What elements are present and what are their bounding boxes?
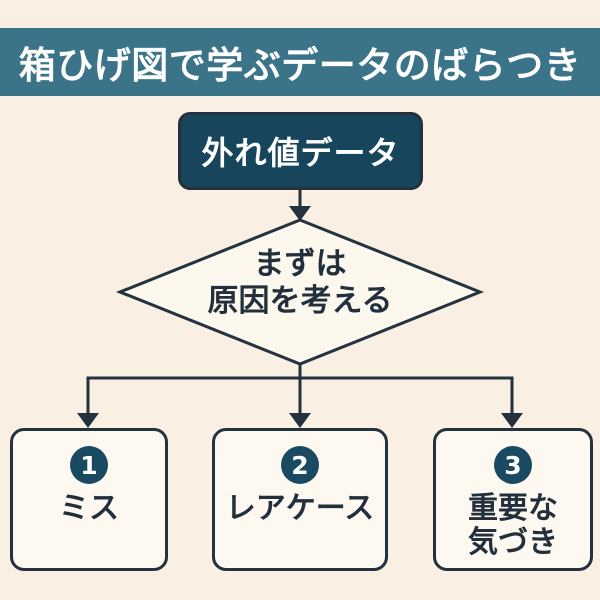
header-bar: 箱ひげ図で学ぶデータのばらつき — [0, 28, 600, 96]
number-badge-2: 2 — [281, 446, 319, 484]
decision-label: まずは 原因を考える — [207, 246, 393, 319]
arrow-down-icon — [289, 206, 311, 221]
start-node: 外れ値データ — [178, 112, 423, 190]
outcome-card-rare-case: 2 レアケース — [212, 428, 388, 571]
arrow-down-icon — [501, 413, 523, 428]
arrow-down-icon — [77, 413, 99, 428]
outcome-label: 重要な 気づき — [468, 491, 558, 560]
number-badge-3: 3 — [494, 446, 532, 484]
arrow-down-icon — [289, 413, 311, 428]
outcome-label: ミス — [59, 491, 119, 526]
number-badge-1: 1 — [70, 446, 108, 484]
outcome-card-miss: 1 ミス — [10, 428, 168, 571]
connector-branch-rail — [86, 376, 514, 414]
page-title: 箱ひげ図で学ぶデータのばらつき — [18, 44, 582, 87]
start-node-label: 外れ値データ — [201, 134, 400, 172]
outcome-label: レアケース — [225, 491, 375, 526]
outcome-card-important-insight: 3 重要な 気づき — [433, 428, 593, 571]
